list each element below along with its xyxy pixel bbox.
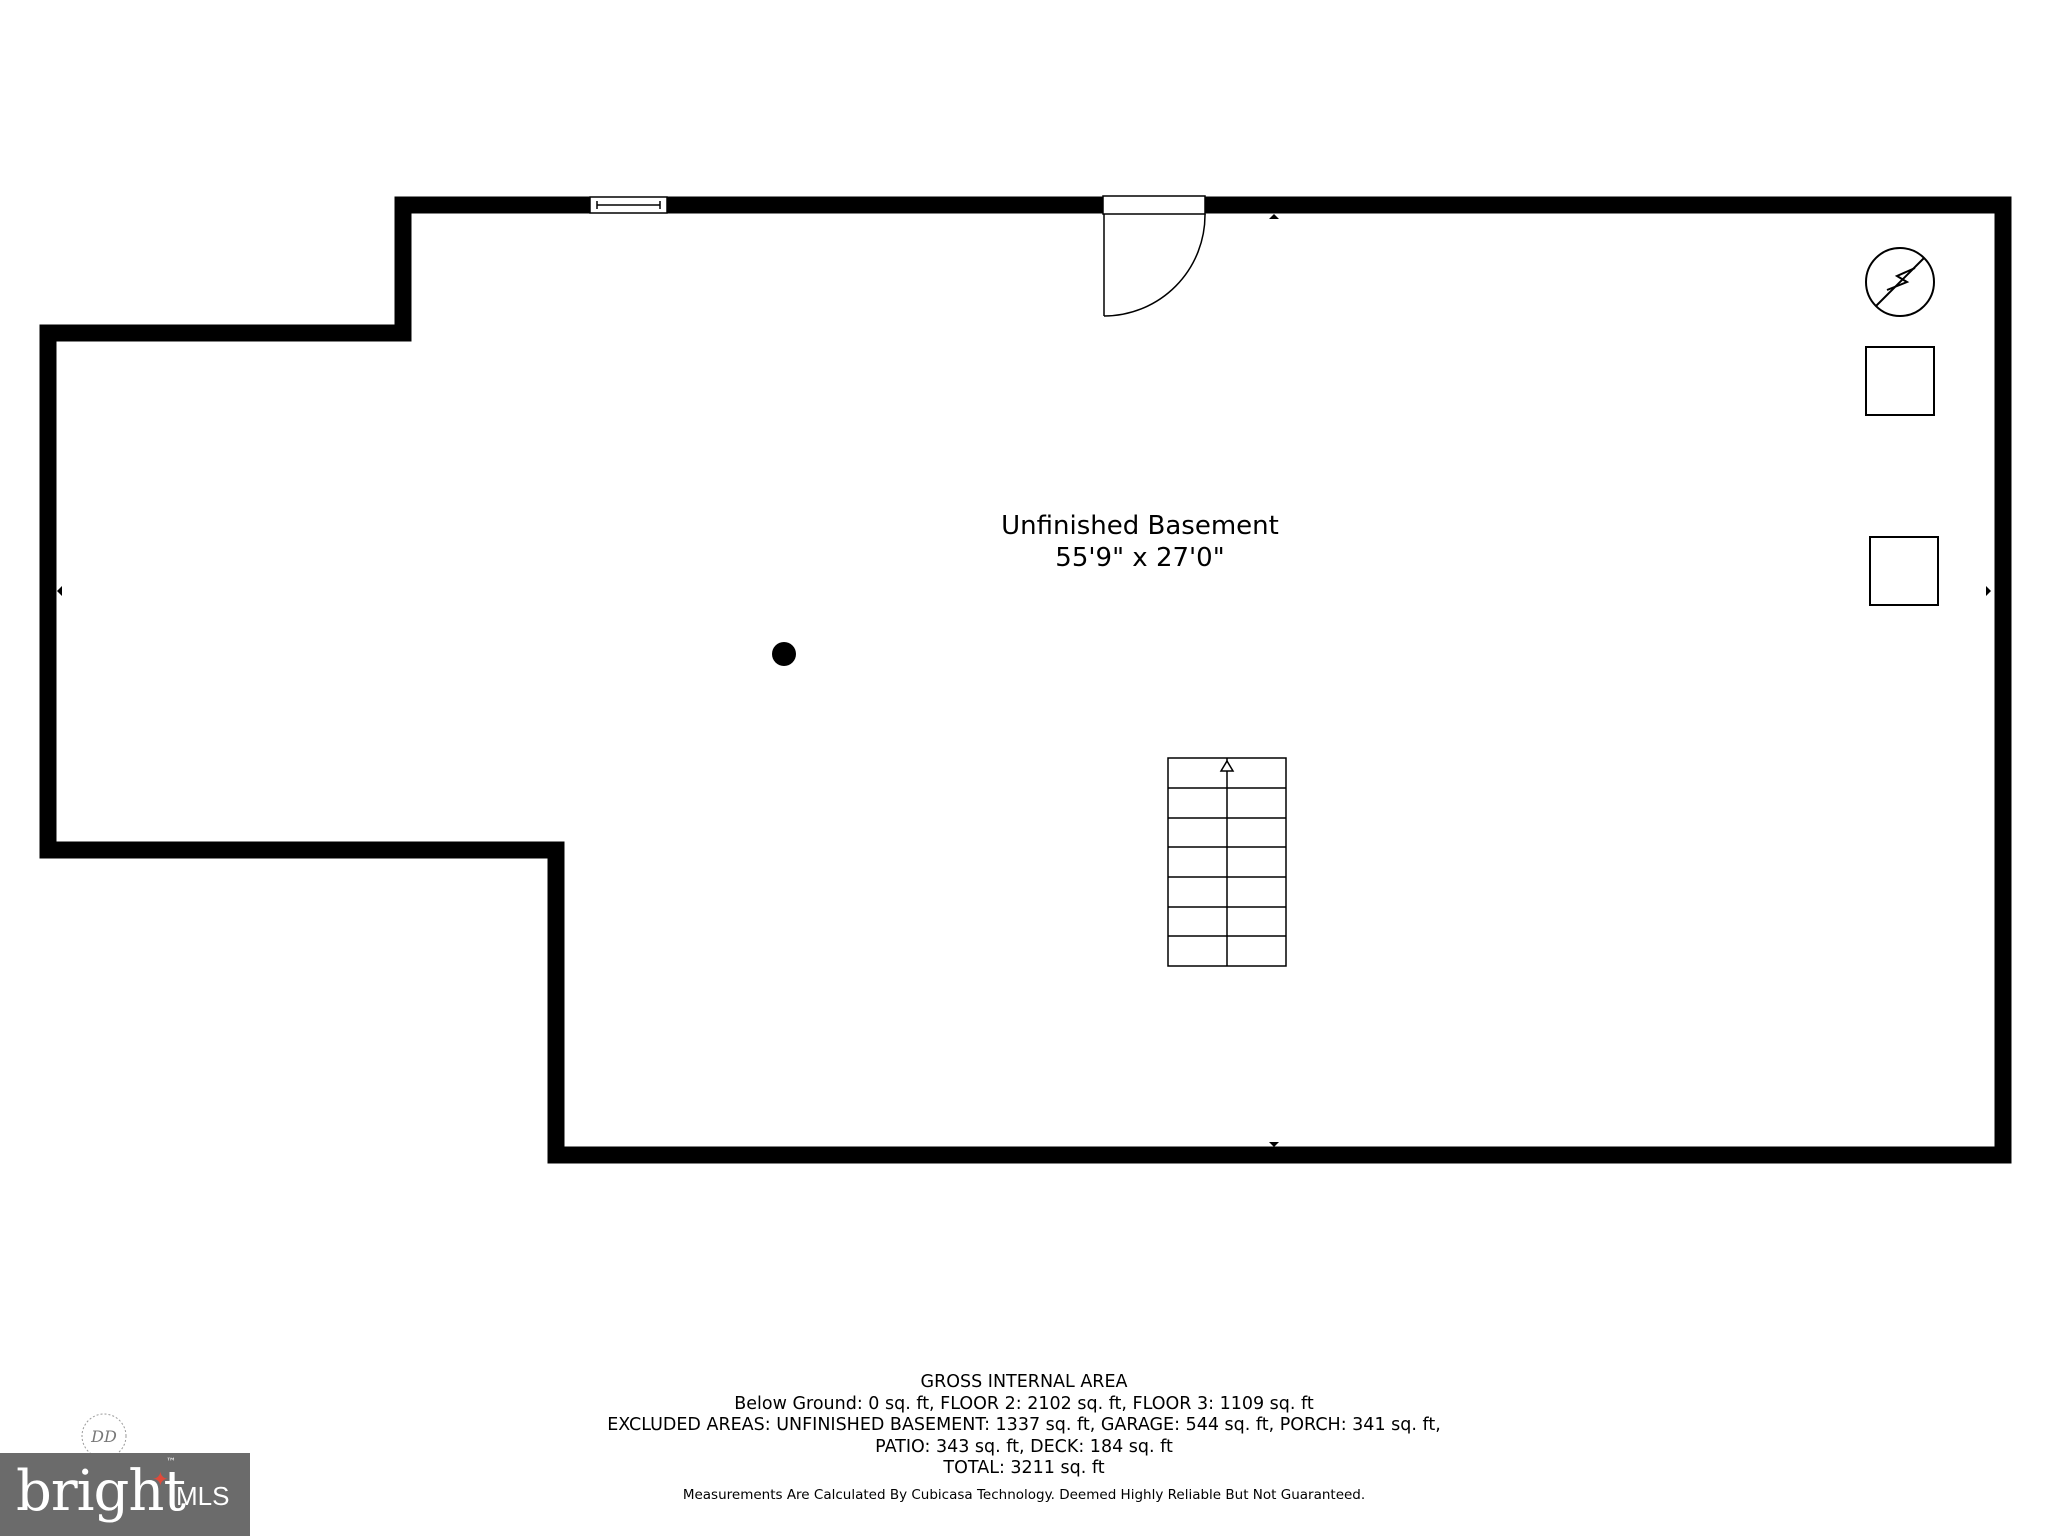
logo-suffix: MLS	[176, 1481, 230, 1511]
logo-trademark: ™	[166, 1457, 176, 1468]
dd-seal-logo: DD	[81, 1413, 127, 1459]
room-label: Unfinished Basement 55'9" x 27'0"	[860, 510, 1420, 574]
svg-text:DD: DD	[90, 1427, 117, 1446]
electrical-panel-icon	[1865, 247, 1935, 317]
summary-heading: GROSS INTERNAL AREA	[920, 1372, 1128, 1392]
logo-word: bright	[16, 1459, 186, 1524]
room-dimensions: 55'9" x 27'0"	[1055, 543, 1225, 573]
window-icon	[589, 196, 668, 214]
disclaimer: Measurements Are Calculated By Cubicasa …	[682, 1486, 1366, 1503]
summary-line: Below Ground: 0 sq. ft, FLOOR 2: 2102 sq…	[734, 1393, 1314, 1414]
appliance-box-icon	[1865, 346, 1935, 416]
door-swing-icon	[1102, 195, 1206, 317]
support-column-icon	[772, 642, 796, 666]
summary-line: PATIO: 343 sq. ft, DECK: 184 sq. ft	[875, 1436, 1173, 1457]
logo-star-icon: ✦	[152, 1467, 169, 1491]
stairs-icon	[1167, 757, 1287, 967]
room-name: Unfinished Basement	[1001, 511, 1279, 541]
appliance-box-icon	[1869, 536, 1939, 606]
summary-total: TOTAL: 3211 sq. ft	[943, 1458, 1105, 1478]
basement-walls	[39, 196, 2012, 1164]
bright-mls-logo: bright ✦ ™ MLS	[0, 1453, 250, 1536]
area-summary: GROSS INTERNAL AREA Below Ground: 0 sq. …	[424, 1372, 1624, 1506]
summary-line: EXCLUDED AREAS: UNFINISHED BASEMENT: 133…	[607, 1415, 1441, 1435]
dimension-marker-icon	[57, 214, 1991, 1147]
